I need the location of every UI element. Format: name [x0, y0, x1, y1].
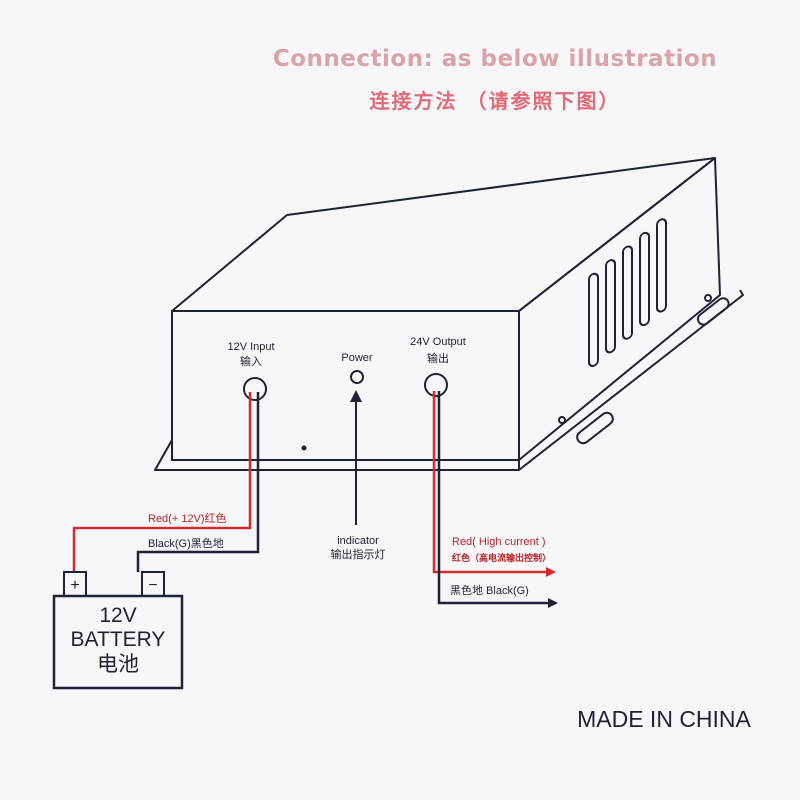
- mounting-slot: [696, 297, 730, 326]
- input-wires: [72, 392, 260, 572]
- box-top-face: [171, 157, 716, 312]
- screw-hole: [558, 416, 566, 424]
- minus-sign: −: [148, 577, 157, 594]
- output-black-wire: [437, 391, 550, 605]
- indicator-label-cn: 输出指示灯: [331, 547, 386, 561]
- input-red-wire: [72, 392, 252, 572]
- plus-sign: +: [70, 577, 79, 594]
- output-black-label: 黑色地 Black(G): [450, 583, 529, 597]
- battery: + − 12V BATTERY 电池: [52, 571, 184, 690]
- input-black-wire: [136, 392, 260, 572]
- screw-hole: [704, 294, 712, 302]
- output-port: [424, 373, 448, 397]
- battery-voltage: 12V: [99, 604, 136, 627]
- input-label: 12V Input: [227, 341, 274, 353]
- screw-dot: [301, 445, 307, 451]
- battery-label: BATTERY: [71, 628, 166, 651]
- input-port: [243, 377, 267, 401]
- battery-label-cn: 电池: [97, 653, 139, 676]
- output-label-cn: 输出: [427, 351, 449, 365]
- battery-minus-terminal: [141, 571, 165, 597]
- output-label: 24V Output: [410, 336, 466, 348]
- vent-slots: [588, 218, 667, 367]
- input-red-label: Red(+ 12V)红色: [148, 511, 227, 525]
- output-wires: [432, 391, 558, 608]
- made-in-label: MADE IN CHINA: [577, 706, 751, 732]
- vent-slot: [639, 231, 650, 327]
- box-base-flange: [154, 289, 744, 471]
- converter-box: [154, 157, 744, 471]
- heading-english: Connection: as below illustration: [273, 46, 717, 72]
- heading-chinese: 连接方法 （请参照下图）: [370, 89, 621, 113]
- vent-slot: [588, 272, 599, 367]
- battery-body: [52, 594, 184, 690]
- input-label-cn: 输入: [240, 354, 262, 368]
- mounting-holes: [301, 294, 730, 451]
- power-led: [350, 370, 364, 384]
- box-side-face: [518, 157, 721, 461]
- vent-slot: [622, 245, 633, 340]
- vent-slot: [605, 259, 616, 354]
- mounting-slot: [576, 411, 614, 445]
- box-front-face: [171, 310, 520, 461]
- indicator-label: indicator: [337, 535, 379, 547]
- output-red-label: Red( High current ): [452, 536, 546, 548]
- power-label: Power: [341, 352, 373, 364]
- indicator-arrow: [350, 390, 362, 525]
- vent-slot: [656, 218, 667, 313]
- battery-plus-terminal: [63, 571, 87, 597]
- output-red-label-cn: 红色（高电流输出控制）: [452, 552, 551, 564]
- output-red-wire: [432, 391, 548, 574]
- input-black-label: Black(G)黑色地: [148, 536, 224, 550]
